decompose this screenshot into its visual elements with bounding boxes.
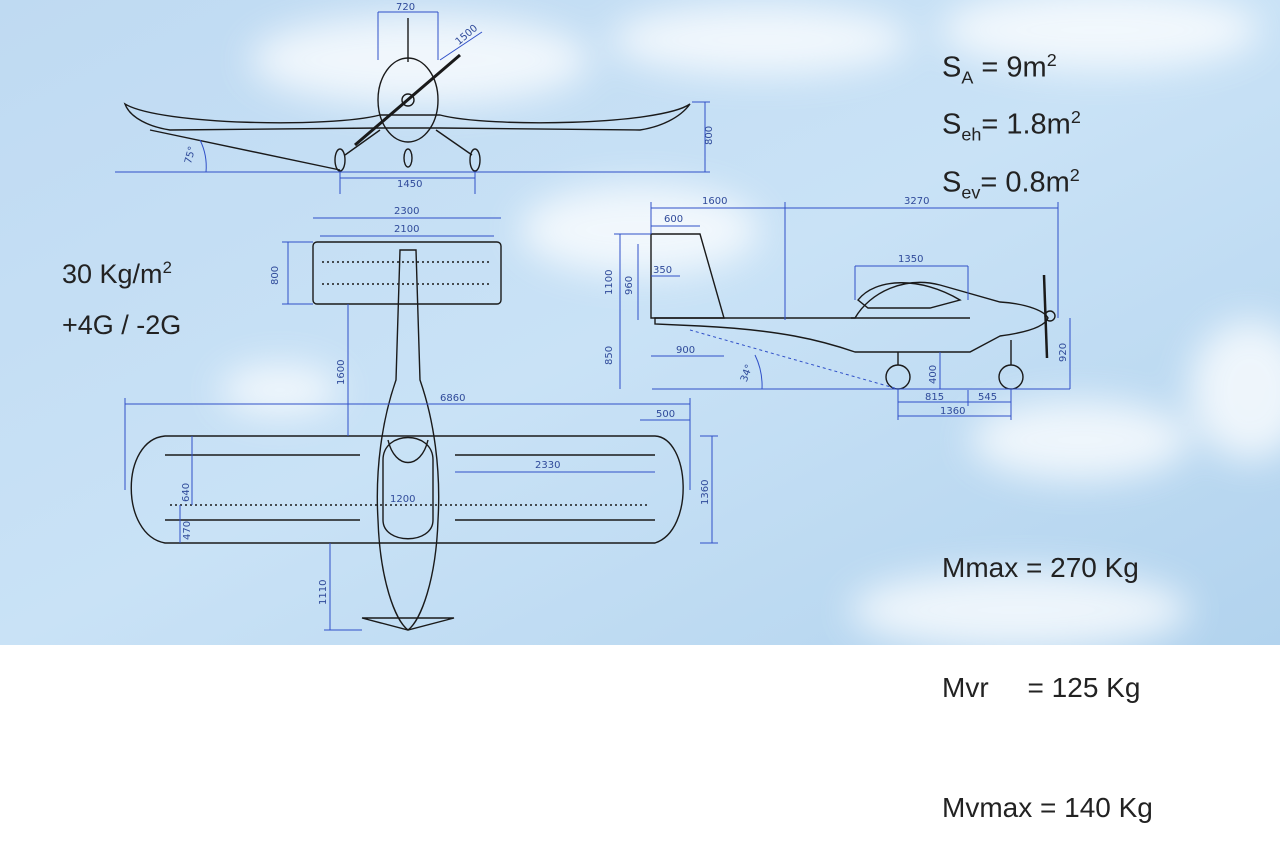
mass-max: Mmax = 270 Kg [942, 552, 1139, 583]
dim-3270: 3270 [904, 196, 929, 207]
dim-400: 400 [928, 365, 939, 384]
vertical-tail-area: Sev= 0.8m2 [942, 164, 1080, 203]
aircraft-three-view-drawing: 720 1500 800 1450 75° 2300 2100 [115, 2, 1071, 631]
front-gear-left [344, 129, 381, 156]
side-view: 1600 3270 600 1350 1100 960 350 850 900 … [604, 196, 1071, 420]
dim-815: 815 [925, 392, 944, 403]
dim-2330: 2330 [535, 460, 560, 471]
vertical-fin [650, 233, 725, 319]
wing-area: SA = 9m2 [942, 50, 1057, 88]
mass-mvmax: Mvmax = 140 Kg [942, 792, 1153, 823]
wing-loading: 30 Kg/m2 [62, 258, 172, 289]
dim-34-deg: 34° [739, 363, 755, 383]
main-wing-planform [130, 435, 684, 544]
front-wheel-nose [403, 148, 413, 168]
dim-800-front: 800 [704, 126, 715, 145]
dim-1360-side: 1360 [940, 406, 965, 417]
main-wheel-side [885, 364, 911, 390]
dim-350: 350 [653, 265, 672, 276]
dim-1350: 1350 [898, 254, 923, 265]
dim-1500: 1500 [454, 23, 481, 48]
propeller-blade [354, 53, 461, 147]
front-wheel-right [469, 148, 481, 172]
dim-640: 640 [181, 483, 192, 502]
nose-wheel-side [998, 364, 1024, 390]
dim-920: 920 [1058, 343, 1069, 362]
dim-800-tail: 800 [270, 266, 281, 285]
sky-background [0, 0, 1280, 645]
front-wheel-left [334, 148, 346, 172]
dim-545: 545 [978, 392, 997, 403]
dim-850: 850 [604, 346, 615, 365]
mass-specs: Mmax = 270 Kg Mvr = 125 Kg Mvmax = 140 K… [942, 468, 1153, 868]
dim-720: 720 [396, 2, 415, 13]
dim-1110: 1110 [318, 580, 329, 605]
front-view: 720 1500 800 1450 75° [115, 2, 715, 194]
side-canopy [857, 282, 962, 309]
front-gear-right [435, 129, 473, 156]
front-wing-underside [149, 129, 341, 171]
dim-1450: 1450 [397, 179, 422, 190]
dim-1600-side: 1600 [702, 196, 727, 207]
horizontal-tail-area: Seh= 1.8m2 [942, 107, 1081, 145]
dim-2300: 2300 [394, 206, 419, 217]
dim-75-deg: 75° [183, 145, 198, 165]
top-fuselage [376, 249, 440, 631]
spinner [401, 93, 415, 107]
dim-600: 600 [664, 214, 683, 225]
dim-960: 960 [624, 276, 635, 295]
front-wing-outline [123, 102, 691, 131]
dim-1100: 1100 [604, 270, 615, 295]
dim-6860: 6860 [440, 393, 465, 404]
dim-2100: 2100 [394, 224, 419, 235]
horizontal-tail [312, 241, 502, 305]
dim-470: 470 [182, 521, 193, 540]
dim-900: 900 [676, 345, 695, 356]
dim-1600-top: 1600 [336, 360, 347, 385]
side-fuselage [654, 281, 1049, 353]
g-limits: +4G / -2G [62, 310, 182, 340]
top-view: 2300 2100 800 1600 6860 500 2330 1360 12… [124, 206, 718, 631]
dim-1360-top: 1360 [700, 480, 711, 505]
mass-mvr: Mvr = 125 Kg [942, 672, 1141, 703]
area-specs: SA = 9m2 Seh= 1.8m2 Sev= 0.8m2 [942, 40, 1081, 212]
dim-500: 500 [656, 409, 675, 420]
dim-1200: 1200 [390, 494, 415, 505]
canopy-top [382, 436, 434, 540]
